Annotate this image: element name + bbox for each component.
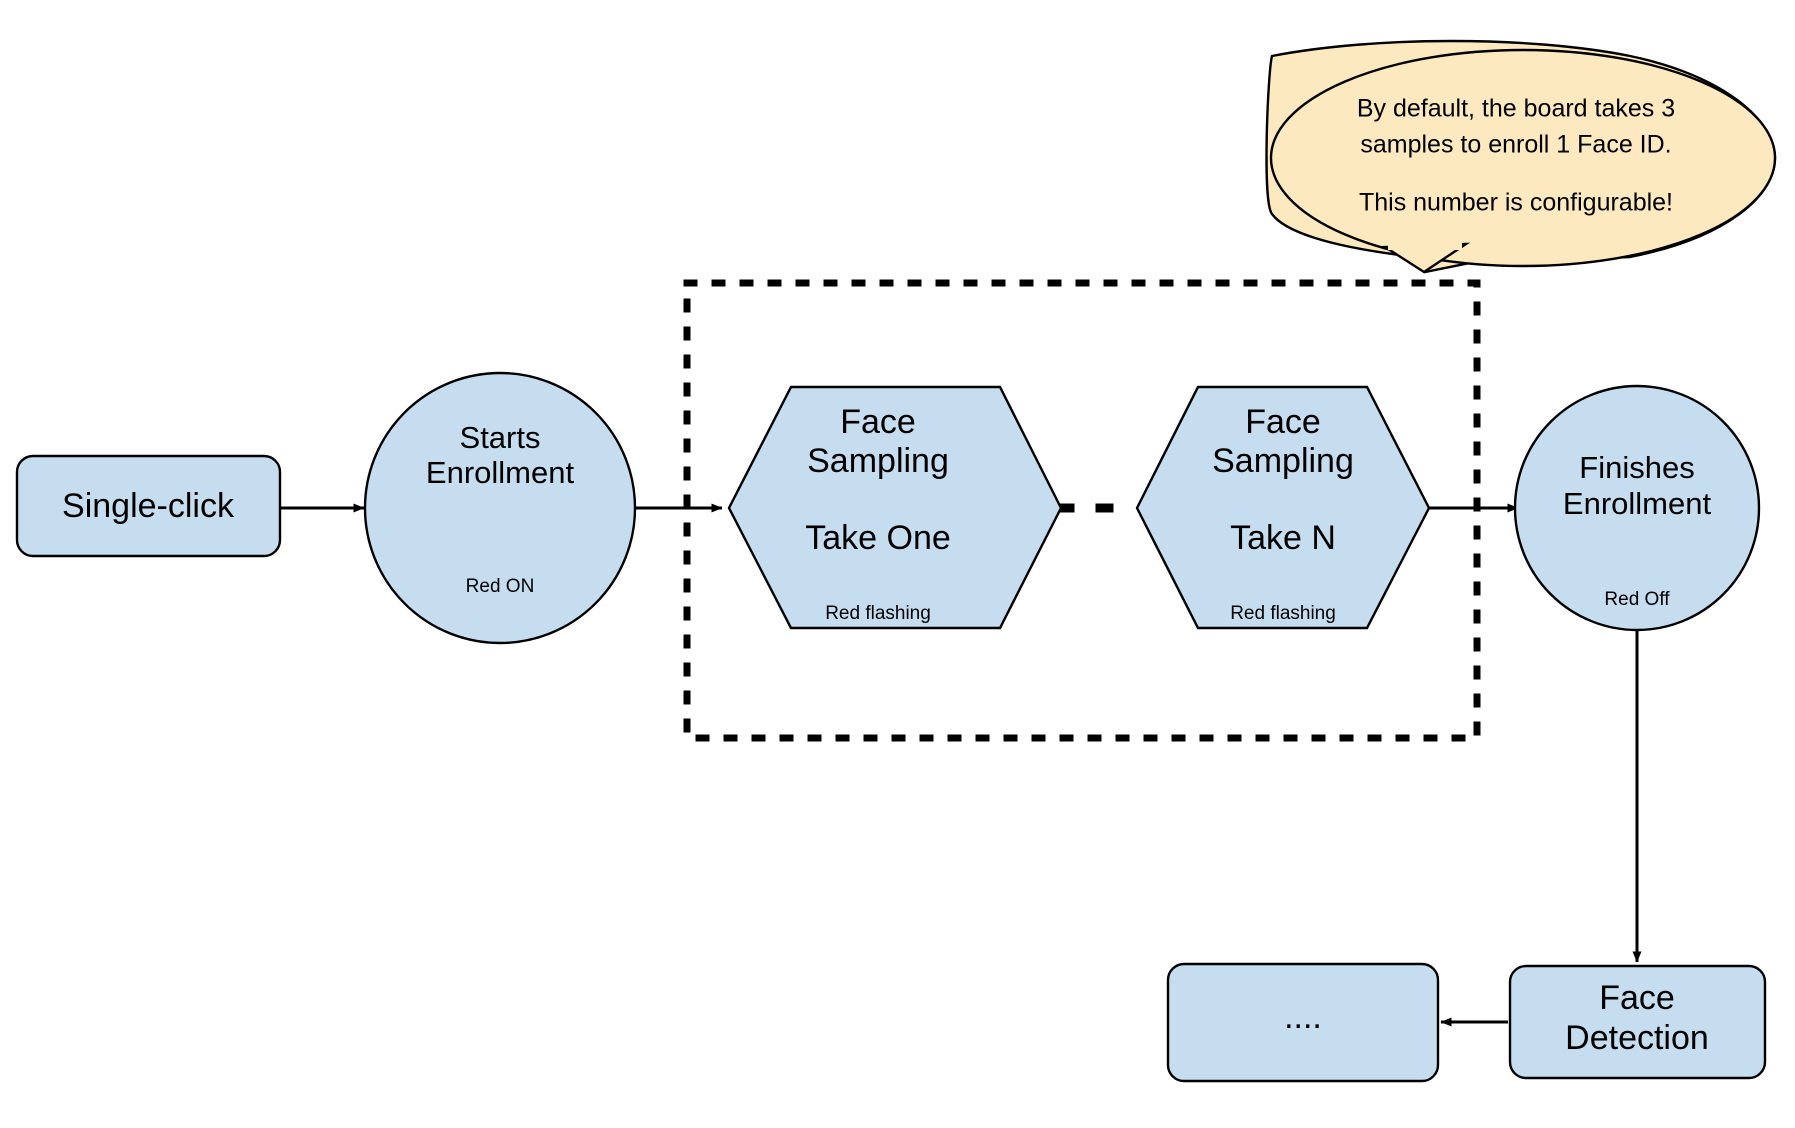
starts-enrollment-line1: Starts [460,420,541,455]
face-sampling-n-line1: Face [1245,403,1321,441]
face-sampling-one-take: Take One [805,519,951,557]
starts-enrollment-shape[interactable] [363,371,637,645]
finishes-enrollment-shape[interactable] [1513,384,1761,632]
callout-bubble: By default, the board takes 3 samples to… [1265,39,1777,274]
starts-enrollment-status: Red ON [466,576,535,597]
face-detection-line1: Face [1599,979,1675,1017]
sampling-group-box [683,279,1481,742]
node-finishes-enrollment[interactable]: Finishes Enrollment Red Off [1513,384,1761,632]
more-steps-label: .... [1284,998,1322,1036]
finishes-enrollment-status: Red Off [1604,589,1670,610]
node-face-sampling-one[interactable]: Face Sampling Take One Red flashing [727,385,1063,630]
face-sampling-one-status: Red flashing [825,603,931,624]
single-click-label: Single-click [62,487,235,525]
callout-ellipse [1269,48,1777,268]
callout-line2: samples to enroll 1 Face ID. [1360,131,1671,159]
callout-line3: This number is configurable! [1359,189,1673,217]
node-single-click[interactable]: Single-click [15,454,282,558]
face-sampling-n-line2: Sampling [1212,442,1354,480]
face-detection-line2: Detection [1565,1019,1709,1057]
node-more-steps[interactable]: .... [1166,962,1440,1083]
face-sampling-n-shape[interactable] [1135,385,1431,630]
more-steps-shape[interactable] [1166,962,1440,1083]
face-sampling-one-line1: Face [840,403,916,441]
face-sampling-one-line2: Sampling [807,442,949,480]
face-detection-shape[interactable] [1508,964,1767,1080]
face-sampling-n-status: Red flashing [1230,603,1336,624]
starts-enrollment-line2: Enrollment [426,455,575,490]
node-face-detection[interactable]: Face Detection [1508,964,1767,1080]
finishes-enrollment-line2: Enrollment [1563,486,1712,521]
callout-line1: By default, the board takes 3 [1357,95,1675,123]
node-starts-enrollment[interactable]: Starts Enrollment Red ON [363,371,637,645]
face-sampling-one-shape[interactable] [727,385,1063,630]
face-sampling-n-take: Take N [1230,519,1336,557]
node-face-sampling-n[interactable]: Face Sampling Take N Red flashing [1135,385,1431,630]
finishes-enrollment-line1: Finishes [1579,450,1694,485]
single-click-shape[interactable] [15,454,282,558]
